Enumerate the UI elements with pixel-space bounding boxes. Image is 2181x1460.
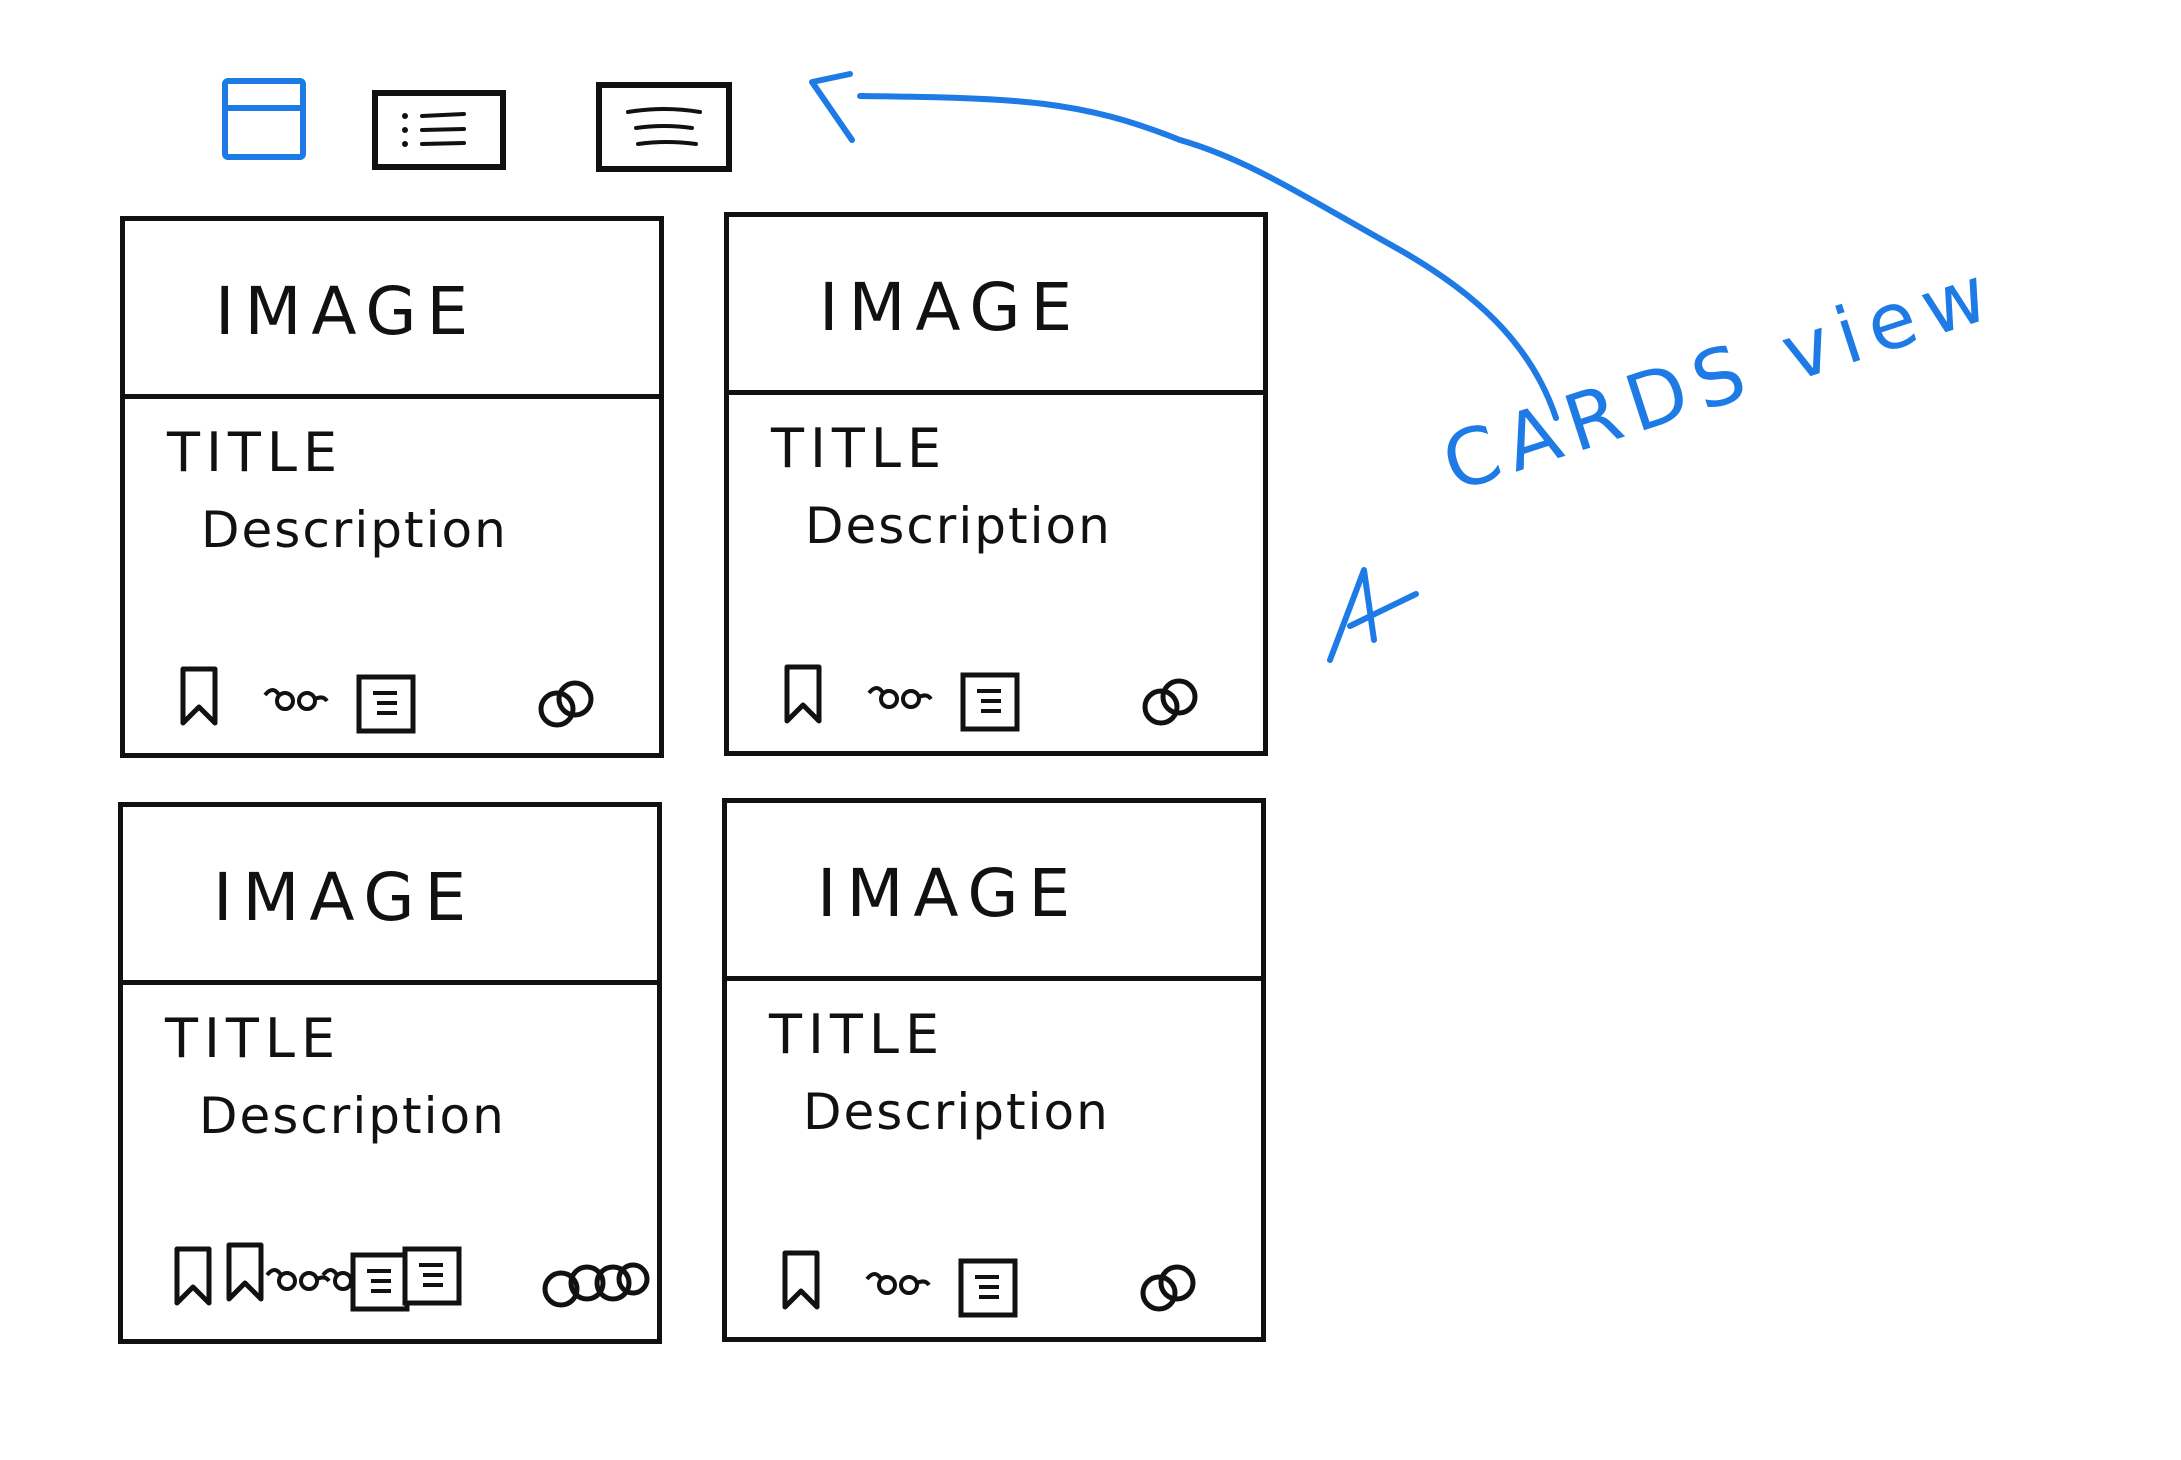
glasses-icon[interactable]	[263, 1261, 331, 1295]
card-image-label: IMAGE	[817, 855, 1081, 932]
card-image: IMAGE	[123, 807, 657, 985]
glasses-icon[interactable]	[865, 679, 933, 713]
card-image-label: IMAGE	[213, 859, 477, 936]
document-icon[interactable]	[355, 673, 417, 735]
card-title: TITLE	[167, 421, 344, 484]
card-2[interactable]: IMAGE TITLE Description	[724, 212, 1268, 756]
card-description: Description	[201, 501, 508, 559]
bookmark-icon[interactable]	[175, 663, 223, 729]
bookmark-icon[interactable]	[779, 661, 827, 727]
bookmark-icon[interactable]	[221, 1239, 269, 1305]
card-title: TITLE	[771, 417, 948, 480]
card-image-label: IMAGE	[215, 273, 479, 350]
document-icon[interactable]	[401, 1245, 463, 1307]
bookmark-icon[interactable]	[169, 1243, 217, 1309]
link-icon[interactable]	[535, 675, 597, 733]
card-actions	[727, 1227, 1261, 1337]
glasses-icon[interactable]	[261, 681, 329, 715]
card-image: IMAGE	[125, 221, 659, 399]
glasses-icon[interactable]	[863, 1265, 931, 1299]
card-actions	[729, 641, 1263, 751]
cards-view-toggle[interactable]	[222, 78, 306, 160]
link-icon[interactable]	[1137, 1259, 1199, 1317]
compact-view-toggle[interactable]	[596, 82, 732, 172]
text-lines-icon	[596, 82, 732, 172]
card-image: IMAGE	[729, 217, 1263, 395]
card-description: Description	[805, 497, 1112, 555]
bulleted-list-icon	[372, 90, 506, 170]
card-title: TITLE	[165, 1007, 342, 1070]
annotation-label: CARDS view	[1432, 246, 2008, 510]
card-description: Description	[803, 1083, 1110, 1141]
link-icon[interactable]	[1139, 673, 1201, 731]
card-image-label: IMAGE	[819, 269, 1083, 346]
bookmark-icon[interactable]	[777, 1247, 825, 1313]
cards-view-icon	[222, 78, 306, 160]
card-actions	[125, 643, 659, 753]
card-title: TITLE	[769, 1003, 946, 1066]
document-icon[interactable]	[957, 1257, 1019, 1319]
card-description: Description	[199, 1087, 506, 1145]
card-1[interactable]: IMAGE TITLE Description	[120, 216, 664, 758]
document-icon[interactable]	[959, 671, 1021, 733]
card-4[interactable]: IMAGE TITLE Description	[722, 798, 1266, 1342]
card-image: IMAGE	[727, 803, 1261, 981]
card-3[interactable]: IMAGE TITLE Description	[118, 802, 662, 1344]
annotation-marker-icon	[1327, 567, 1419, 663]
link-icon[interactable]	[541, 1255, 653, 1315]
card-actions	[123, 1229, 657, 1339]
list-view-toggle[interactable]	[372, 90, 506, 170]
